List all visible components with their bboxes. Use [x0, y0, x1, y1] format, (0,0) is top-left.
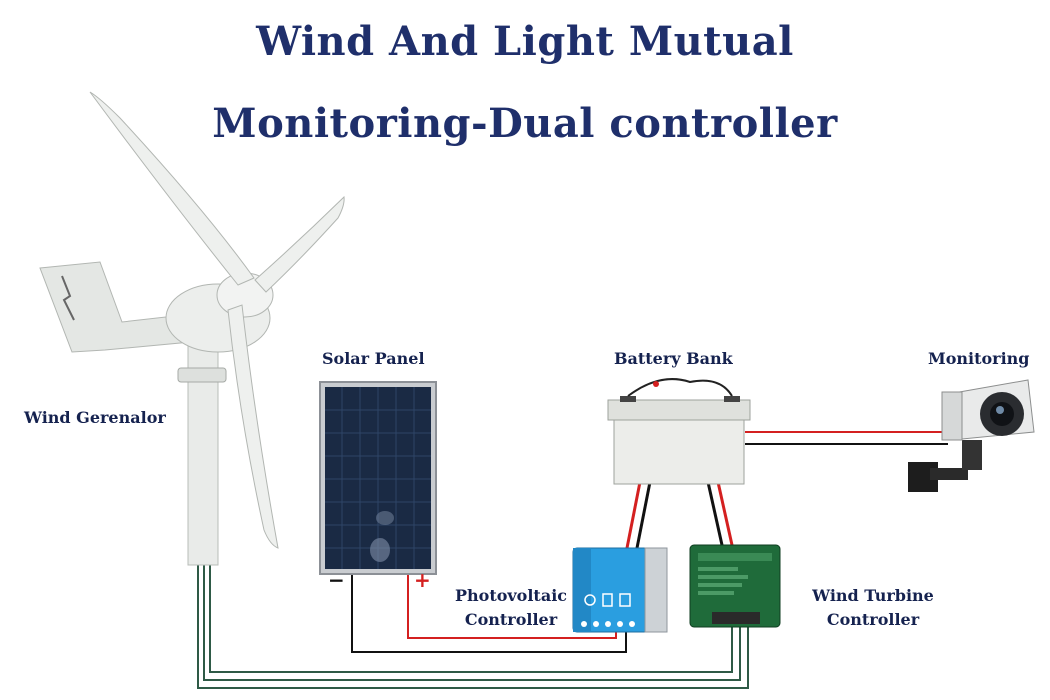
solar-panel-label: Solar Panel	[322, 349, 425, 368]
solar-negative-sign: −	[328, 568, 345, 592]
battery-to-wind-wires	[706, 481, 734, 546]
pv-controller	[572, 547, 668, 633]
pv-controller-label-line-1: Photovoltaic	[454, 586, 568, 605]
wind-controller-label: Wind Turbine Controller	[798, 584, 948, 632]
wind-turbine-controller	[689, 544, 781, 628]
wind-turbine	[39, 91, 345, 566]
battery-to-camera-wires	[745, 431, 948, 445]
solar-positive-wire	[407, 575, 617, 639]
title-line-2: Monitoring-Dual controller	[212, 100, 838, 147]
solar-panel	[319, 381, 437, 575]
title-line-1: Wind And Light Mutual	[256, 18, 794, 65]
wind-generator-label: Wind Gerenalor	[24, 408, 166, 427]
wind-controller-label-line-2: Controller	[826, 610, 920, 629]
wind-controller-label-line-1: Wind Turbine	[812, 586, 934, 605]
pv-controller-label: Photovoltaic Controller	[446, 584, 576, 632]
monitoring-label: Monitoring	[928, 349, 1030, 368]
solar-negative-wire	[351, 575, 627, 653]
battery-to-pv-wires	[625, 481, 652, 549]
monitoring-camera	[908, 379, 1035, 492]
pv-controller-label-line-2: Controller	[464, 610, 558, 629]
wind-wires	[197, 560, 749, 689]
solar-positive-sign: +	[414, 568, 431, 592]
battery-bank	[607, 378, 751, 485]
battery-bank-label: Battery Bank	[614, 349, 733, 368]
